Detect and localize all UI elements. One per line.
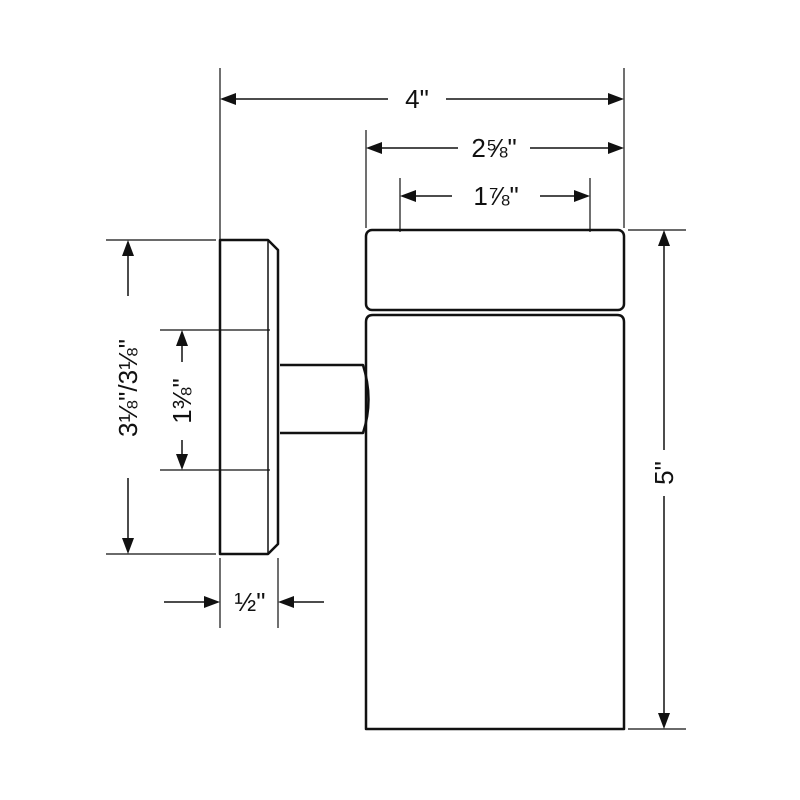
dim-label-shade-opening: 1⅞" bbox=[473, 181, 518, 211]
extension-lines bbox=[106, 68, 686, 730]
connecting-arm bbox=[280, 363, 370, 435]
arrowhead-5in-bottom bbox=[658, 713, 670, 729]
dim-label-canopy-height: 3⅛"/3⅛" bbox=[113, 339, 143, 437]
dim-label-height: 5" bbox=[649, 461, 679, 485]
wall-canopy bbox=[218, 238, 280, 556]
dim-label-canopy-depth: ½" bbox=[235, 587, 266, 617]
arrowhead-4in-right bbox=[608, 93, 624, 105]
arrowhead-2-5-8-right bbox=[608, 142, 624, 154]
dim-label-arm-height: 1⅜" bbox=[167, 378, 197, 423]
arrowhead-arm-bottom bbox=[176, 454, 188, 470]
dim-label-head-width: 2⅝" bbox=[471, 133, 516, 163]
arrowhead-4in-left bbox=[220, 93, 236, 105]
arrowhead-half-left bbox=[204, 596, 220, 608]
arrowhead-half-right bbox=[278, 596, 294, 608]
lamp-body bbox=[364, 313, 626, 731]
fixture-outline bbox=[218, 228, 626, 731]
arrowhead-2-5-8-left bbox=[366, 142, 382, 154]
arrowheads bbox=[122, 93, 670, 729]
dimension-lines bbox=[127, 98, 665, 717]
arrowhead-arm-top bbox=[176, 330, 188, 346]
lamp-head-cap bbox=[364, 228, 626, 312]
arrowhead-canopy-bottom bbox=[122, 538, 134, 554]
arrowhead-1-7-8-left bbox=[400, 190, 416, 202]
arrowhead-5in-top bbox=[658, 230, 670, 246]
arrowhead-1-7-8-right bbox=[574, 190, 590, 202]
dim-label-overall-depth: 4" bbox=[405, 84, 429, 114]
arrowhead-canopy-top bbox=[122, 240, 134, 256]
